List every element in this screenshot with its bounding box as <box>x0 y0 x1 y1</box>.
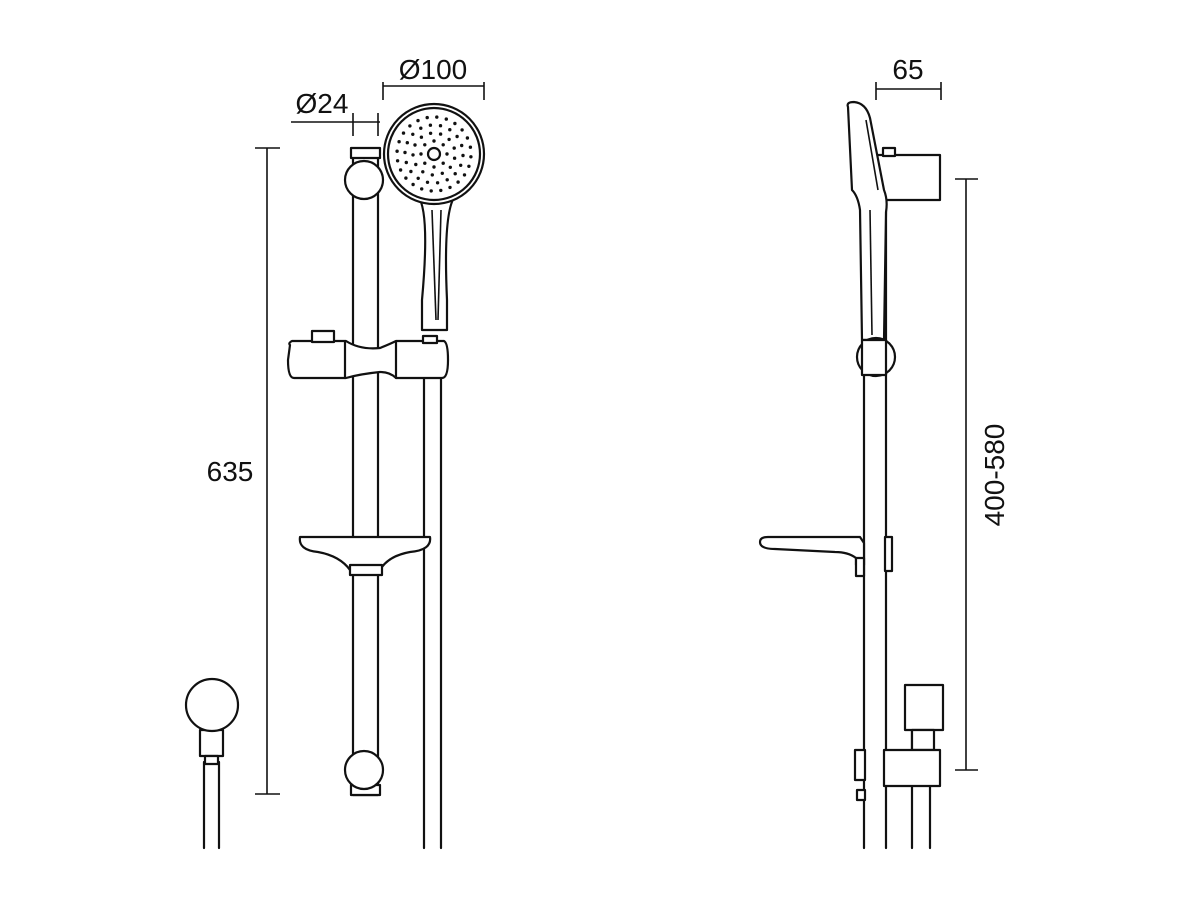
nozzle-dot <box>430 173 434 177</box>
nozzle-dot <box>447 137 451 142</box>
nozzle-dot <box>405 141 409 145</box>
nozzle-dot <box>448 128 452 132</box>
nozzle-dot <box>468 145 473 149</box>
nozzle-dot <box>461 153 465 158</box>
nozzle-dot <box>395 159 400 163</box>
nozzle-dot <box>444 117 448 121</box>
nozzle-dot <box>404 176 408 180</box>
nozzle-dot <box>419 152 423 156</box>
front-view <box>286 102 486 850</box>
dim-rail-diameter: Ø24 <box>291 88 380 136</box>
nozzle-dot <box>456 180 460 184</box>
nozzle-dot <box>452 146 456 150</box>
slider-holder <box>286 329 450 380</box>
dim-head-diameter: Ø100 <box>382 54 485 100</box>
nozzle-dot <box>401 131 406 135</box>
nozzle-dot <box>467 164 471 168</box>
dim-adjust-range-label: 400-580 <box>979 424 1010 527</box>
nozzle-dot <box>460 143 464 148</box>
nozzle-dot <box>419 135 424 139</box>
nozzle-dot <box>397 140 401 144</box>
dim-head-diameter-label: Ø100 <box>399 54 468 85</box>
nozzle-dot <box>413 143 417 147</box>
nozzle-dot <box>445 152 449 156</box>
nozzle-dot <box>459 163 463 167</box>
nozzle-dot <box>462 173 467 177</box>
nozzle-dot <box>441 143 445 147</box>
nozzle-dot <box>435 181 440 185</box>
dim-rail-length: 635 <box>207 147 280 795</box>
nozzle-dot <box>416 176 420 180</box>
nozzle-dot <box>448 185 452 190</box>
nozzle-dot <box>469 155 473 159</box>
nozzle-dot <box>445 178 449 182</box>
nozzle-dot <box>440 171 444 175</box>
nozzle-dot <box>395 149 399 153</box>
nozzle-dot <box>448 165 452 169</box>
nozzle-dot <box>398 168 403 172</box>
nozzle-dot <box>453 172 457 176</box>
nozzle-dot <box>420 187 424 191</box>
nozzle-dot <box>432 165 436 169</box>
nozzle-dot <box>435 115 439 119</box>
nozzle-dot <box>452 156 457 160</box>
dim-rail-length-label: 635 <box>207 456 254 487</box>
nozzle-dot <box>438 124 443 128</box>
nozzle-dot <box>441 161 445 165</box>
nozzle-dot <box>423 143 427 147</box>
nozzle-dot <box>421 170 425 174</box>
wall-outlet <box>184 677 240 850</box>
nozzle-dot <box>425 180 430 184</box>
nozzle-dot <box>403 150 407 155</box>
nozzle-dot <box>439 188 443 193</box>
nozzle-dot <box>414 162 418 167</box>
nozzle-dot <box>404 160 408 165</box>
soap-dish <box>298 535 432 577</box>
nozzle-dot <box>411 132 415 136</box>
dim-head-projection-label: 65 <box>892 54 923 85</box>
dim-head-projection: 65 <box>875 54 942 100</box>
side-view <box>758 100 945 850</box>
slide-rail <box>351 148 380 797</box>
top-wall-bracket <box>343 159 385 201</box>
nozzle-dot <box>425 115 429 120</box>
nozzle-dot <box>455 134 459 139</box>
nozzle-dot <box>411 182 415 187</box>
nozzle-dot <box>460 128 464 132</box>
nozzle-dot <box>432 139 436 143</box>
hand-shower-head <box>382 102 486 206</box>
nozzle-dot <box>438 132 443 136</box>
nozzle-dot <box>428 131 433 135</box>
nozzle-dot <box>409 169 413 174</box>
dim-rail-diameter-label: Ø24 <box>296 88 349 119</box>
nozzle-dot <box>419 126 423 130</box>
hand-shower-side <box>846 100 888 342</box>
nozzle-dot <box>416 118 420 123</box>
nozzle-dot <box>465 136 470 140</box>
nozzle-dot <box>411 153 415 157</box>
dim-adjust-range: 400-580 <box>955 178 1010 771</box>
nozzle-dot <box>429 189 433 193</box>
nozzle-dot <box>453 121 457 126</box>
nozzle-dot <box>408 124 412 128</box>
nozzle-dot <box>423 161 427 165</box>
bottom-wall-bracket <box>343 749 385 791</box>
nozzle-dot <box>428 123 433 127</box>
